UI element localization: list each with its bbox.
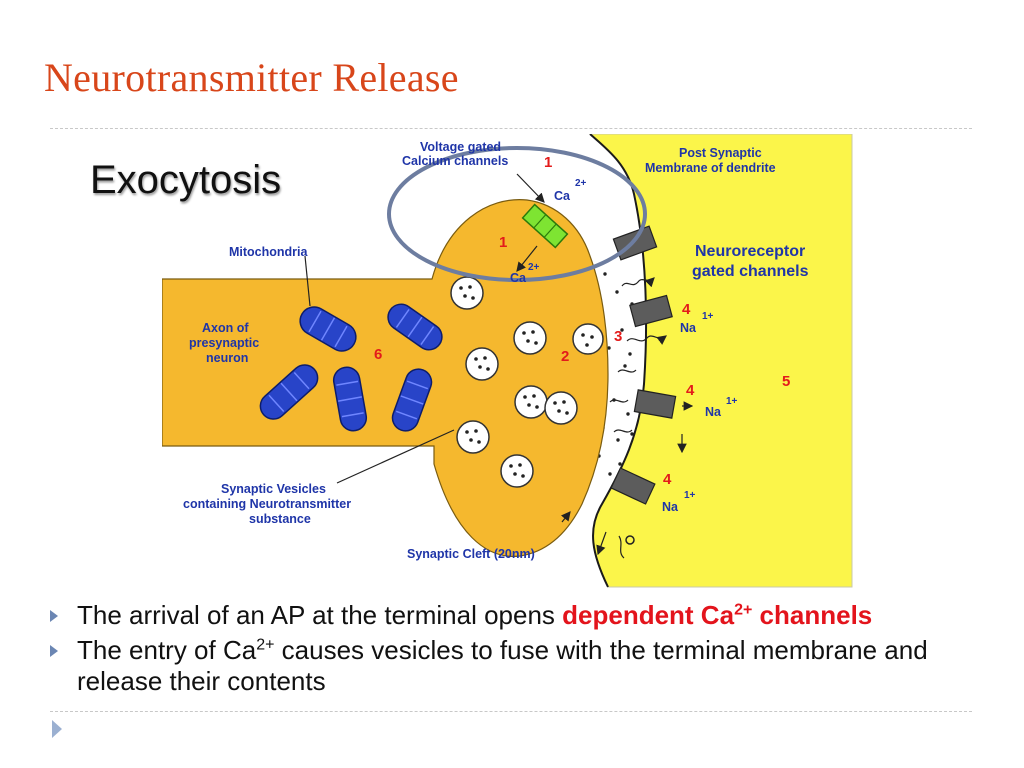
label-axon-3: neuron <box>206 351 248 365</box>
label-vesicles-3: substance <box>249 512 311 526</box>
label-mitochondria: Mitochondria <box>229 245 309 259</box>
bullet-list: The arrival of an AP at the terminal ope… <box>50 600 980 701</box>
vesicle <box>450 276 484 310</box>
fusing-vesicle <box>572 323 604 355</box>
slide-title: Neurotransmitter Release <box>44 55 459 100</box>
dendrite-region <box>589 134 853 588</box>
label-ca-bottom: Ca <box>510 271 527 285</box>
label-na-1-charge: 1+ <box>702 311 714 322</box>
label-vesicles-2: containing Neurotransmitter <box>183 497 351 511</box>
receptor-channel <box>633 389 677 419</box>
synaptic-vesicles <box>450 276 604 488</box>
bullet-1-highlight: dependent Ca2+ channels <box>562 600 873 630</box>
label-post-synaptic: Post Synaptic <box>679 146 762 160</box>
vesicle <box>465 347 499 381</box>
bullet-2-suffix: causes vesicles to fuse with the termina… <box>77 635 928 696</box>
label-na-2-charge: 1+ <box>726 396 738 407</box>
slide-subtitle: Exocytosis <box>90 158 282 202</box>
bullet-1-text: The arrival of an AP at the terminal ope… <box>77 600 563 630</box>
step-number-1b: 1 <box>499 234 507 251</box>
corner-arrow-icon <box>52 720 62 738</box>
step-number-6: 6 <box>374 346 382 363</box>
axon-terminal <box>162 199 609 557</box>
receptor-channel <box>629 294 673 328</box>
vesicle <box>514 385 548 419</box>
bullet-arrow-icon <box>50 610 58 622</box>
label-calcium-channels: Calcium channels <box>402 154 508 168</box>
label-na-1: Na <box>680 321 697 335</box>
bullet-2-prefix: The entry of Ca <box>77 635 257 665</box>
flow-arrows <box>304 173 694 559</box>
footer-divider <box>50 711 972 712</box>
label-axon-2: presynaptic <box>189 336 259 350</box>
vesicle <box>500 454 534 488</box>
title-divider <box>50 128 972 129</box>
step-number-4b: 4 <box>686 382 695 399</box>
step-number-4c: 4 <box>663 471 672 488</box>
step-number-5: 5 <box>782 373 790 390</box>
label-ca-top-charge: 2+ <box>575 178 587 189</box>
label-neuroreceptor: Neuroreceptor <box>695 243 805 260</box>
bullet-item-ca-entry: The entry of Ca2+ causes vesicles to fus… <box>50 635 980 697</box>
vesicle <box>544 391 578 425</box>
synapse-diagram: Voltage gated Calcium channels Post Syna… <box>162 134 853 588</box>
bullet-arrow-icon <box>50 645 58 657</box>
label-na-3-charge: 1+ <box>684 490 696 501</box>
bullet-2-sup: 2+ <box>256 636 275 654</box>
label-vesicles-1: Synaptic Vesicles <box>221 482 326 496</box>
label-gated-channels: gated channels <box>692 263 809 280</box>
vesicle <box>456 420 490 454</box>
label-ca-bottom-charge: 2+ <box>528 262 540 273</box>
step-number-3: 3 <box>614 328 622 345</box>
highlight-circle <box>387 146 647 282</box>
step-number-2: 2 <box>561 348 569 365</box>
label-voltage-gated: Voltage gated <box>420 140 501 154</box>
label-na-2: Na <box>705 405 722 419</box>
mitochondria-group <box>259 303 443 432</box>
label-na-3: Na <box>662 500 679 514</box>
label-synaptic-cleft: Synaptic Cleft (20nm) <box>407 547 535 561</box>
step-number-1a: 1 <box>544 154 552 171</box>
label-membrane-of-dendrite: Membrane of dendrite <box>645 161 776 175</box>
bullet-item-ap-arrival: The arrival of an AP at the terminal ope… <box>50 600 980 631</box>
step-number-4a: 4 <box>682 301 691 318</box>
label-ca-top: Ca <box>554 189 571 203</box>
receptor-channel <box>610 467 656 505</box>
label-axon-1: Axon of <box>202 321 249 335</box>
vesicle <box>513 321 547 355</box>
calcium-channel <box>521 203 569 249</box>
